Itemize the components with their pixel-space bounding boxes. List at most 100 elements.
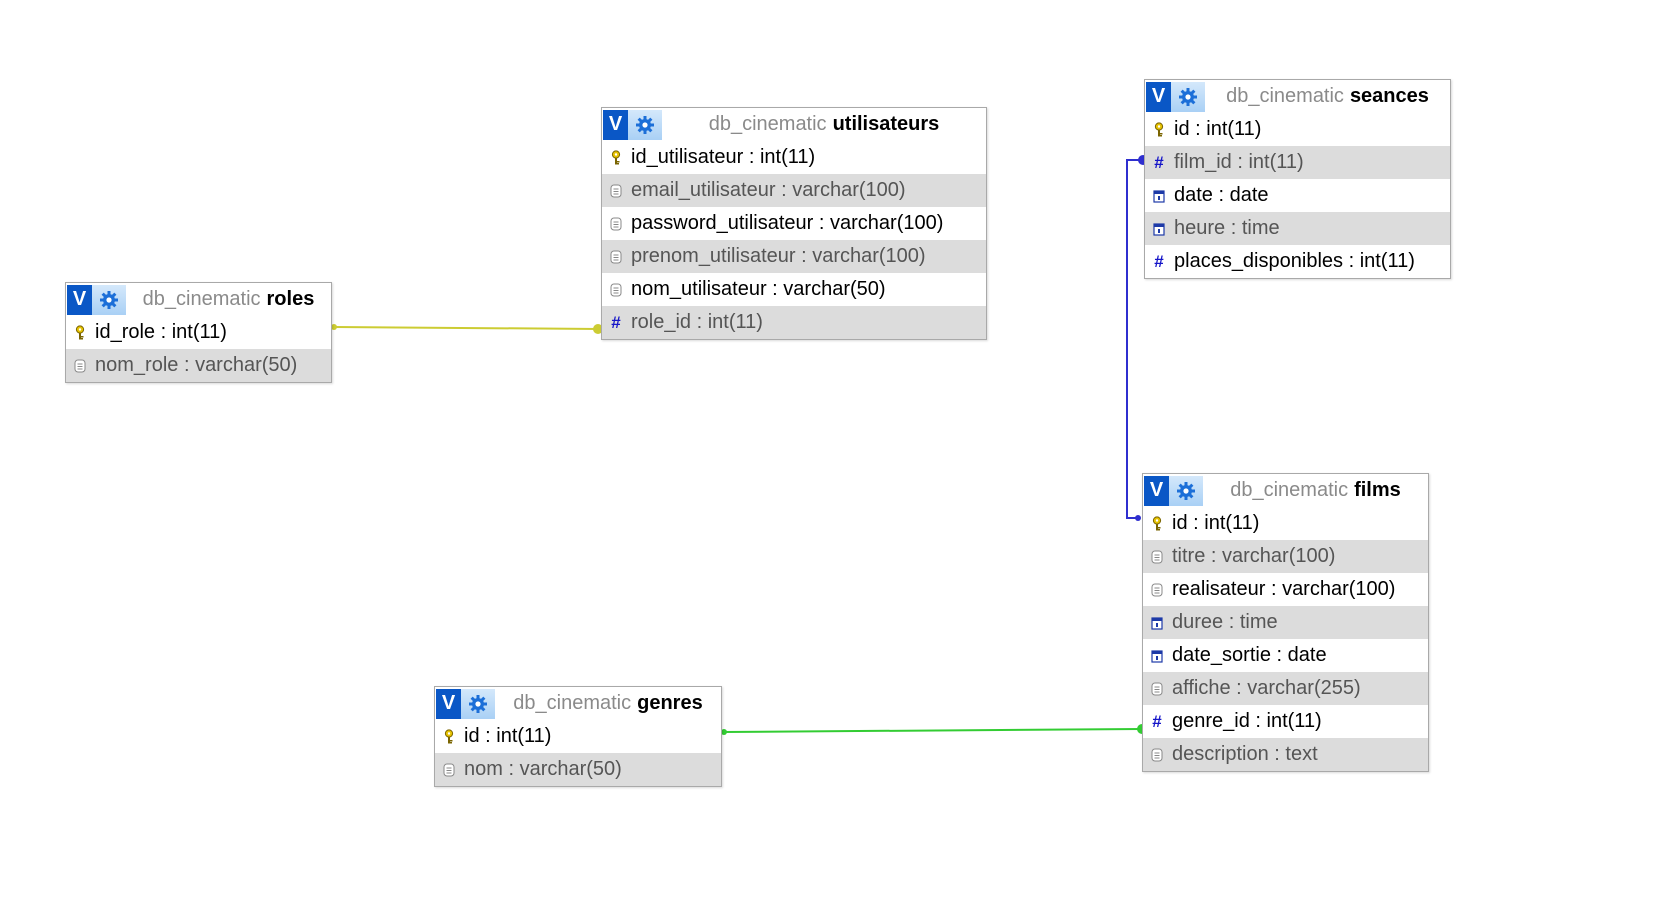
column-type: int(11) (1206, 118, 1262, 140)
column-type: varchar(100) (1222, 545, 1336, 567)
column-row-date-sortie[interactable]: date_sortie : date (1143, 639, 1428, 672)
column-separator: : (1212, 184, 1230, 206)
column-list: id_utilisateur : int(11)email_utilisateu… (602, 141, 986, 339)
hash-icon: # (1154, 152, 1164, 172)
column-name: id (1174, 118, 1190, 140)
gear-icon[interactable] (1171, 81, 1205, 112)
column-row-id[interactable]: id : int(11) (1143, 507, 1428, 540)
text-column-icon (442, 762, 456, 778)
column-type: varchar(100) (830, 212, 944, 234)
column-row-film-id[interactable]: #film_id : int(11) (1145, 146, 1450, 179)
column-type: varchar(50) (519, 758, 622, 780)
column-row-prenom-utilisateur[interactable]: prenom_utilisateur : varchar(100) (602, 240, 986, 273)
key-icon (609, 149, 623, 166)
column-type: date (1229, 184, 1269, 206)
column-row-affiche[interactable]: affiche : varchar(255) (1143, 672, 1428, 705)
database-name: db_cinematic (1226, 85, 1344, 107)
date-column-icon (1152, 221, 1166, 237)
column-separator: : (502, 758, 520, 780)
column-type: int(11) (1248, 151, 1304, 173)
table-name: roles (266, 288, 315, 310)
table-name: films (1354, 479, 1401, 501)
v-toggle-icon[interactable]: V (436, 688, 461, 719)
column-separator: : (1223, 611, 1240, 633)
relation-endpoint-films (1135, 515, 1141, 521)
text-column-icon (1150, 681, 1164, 697)
v-toggle-icon[interactable]: V (1146, 81, 1171, 112)
table-name: genres (637, 692, 703, 714)
gear-icon[interactable] (92, 284, 126, 315)
column-type: varchar(50) (195, 354, 298, 376)
column-row-nom-utilisateur[interactable]: nom_utilisateur : varchar(50) (602, 273, 986, 306)
text-column-icon (609, 216, 623, 232)
v-toggle-icon[interactable]: V (67, 284, 92, 315)
relation-line-genres-films[interactable] (723, 728, 1143, 733)
column-row-genre-id[interactable]: #genre_id : int(11) (1143, 705, 1428, 738)
text-column-icon (1150, 747, 1164, 763)
column-row-id-utilisateur[interactable]: id_utilisateur : int(11) (602, 141, 986, 174)
column-row-nom-role[interactable]: nom_role : varchar(50) (66, 349, 331, 382)
v-toggle-icon[interactable]: V (1144, 475, 1169, 506)
column-type: varchar(100) (792, 179, 906, 201)
column-separator: : (155, 321, 172, 343)
column-type: int(11) (707, 311, 763, 333)
database-name: db_cinematic (513, 692, 632, 714)
column-row-titre[interactable]: titre : varchar(100) (1143, 540, 1428, 573)
column-row-description[interactable]: description : text (1143, 738, 1428, 771)
hash-icon: # (1154, 251, 1164, 271)
column-type: time (1239, 611, 1278, 633)
column-name: id_utilisateur (631, 146, 744, 168)
column-separator: : (813, 212, 830, 234)
relation-endpoint-genres (721, 729, 727, 735)
column-row-date[interactable]: date : date (1145, 179, 1450, 212)
column-type: int(11) (1204, 512, 1260, 534)
column-separator: : (1189, 118, 1207, 140)
relation-line-films-seances[interactable] (1126, 159, 1143, 519)
column-row-role-id[interactable]: #role_id : int(11) (602, 306, 986, 339)
column-row-id[interactable]: id : int(11) (435, 720, 721, 753)
column-row-id[interactable]: id : int(11) (1145, 113, 1450, 146)
column-separator: : (1187, 512, 1205, 534)
column-type: int(11) (1266, 710, 1322, 732)
date-column-icon (1150, 648, 1164, 664)
hash-icon: # (1152, 711, 1162, 731)
column-separator: : (178, 354, 196, 376)
gear-icon[interactable] (1169, 475, 1203, 506)
database-name: db_cinematic (1230, 479, 1349, 501)
column-row-email-utilisateur[interactable]: email_utilisateur : varchar(100) (602, 174, 986, 207)
column-row-places-disponibles[interactable]: #places_disponibles : int(11) (1145, 245, 1450, 278)
column-row-password-utilisateur[interactable]: password_utilisateur : varchar(100) (602, 207, 986, 240)
v-toggle-icon[interactable]: V (603, 109, 628, 140)
column-row-nom[interactable]: nom : varchar(50) (435, 753, 721, 786)
column-separator: : (479, 725, 497, 747)
relation-line-roles-utilisateurs[interactable] (333, 326, 601, 330)
column-row-duree[interactable]: duree : time (1143, 606, 1428, 639)
column-separator: : (1265, 578, 1283, 600)
column-type: varchar(50) (783, 278, 886, 300)
gear-icon[interactable] (461, 688, 495, 719)
column-row-id-role[interactable]: id_role : int(11) (66, 316, 331, 349)
text-column-icon (609, 282, 623, 298)
text-column-icon (73, 358, 87, 374)
column-name: email_utilisateur (631, 179, 776, 201)
gear-icon[interactable] (628, 109, 662, 140)
column-row-heure[interactable]: heure : time (1145, 212, 1450, 245)
key-icon (442, 728, 456, 745)
column-row-realisateur[interactable]: realisateur : varchar(100) (1143, 573, 1428, 606)
column-name: prenom_utilisateur (631, 245, 796, 267)
